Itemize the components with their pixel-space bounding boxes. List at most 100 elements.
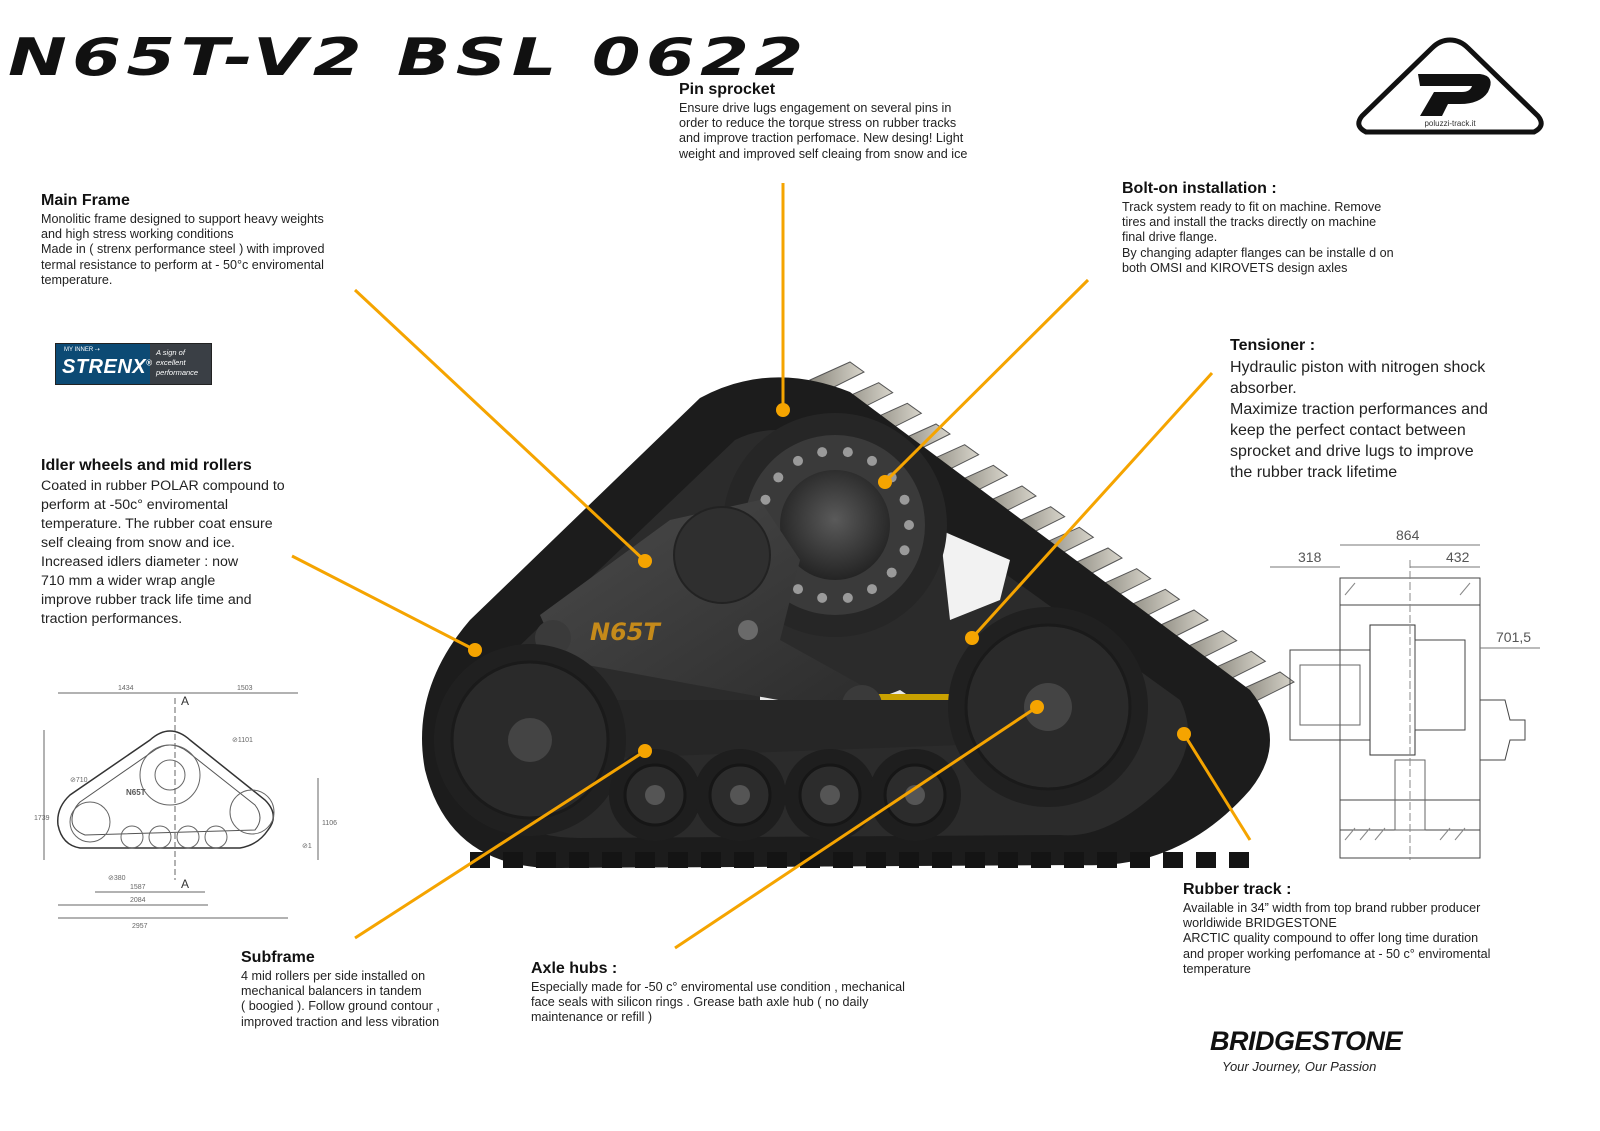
dim-label: 1106 <box>322 820 337 827</box>
side-track-outline <box>57 730 274 849</box>
sprocket-pin <box>904 520 914 530</box>
leader-line <box>674 705 1038 950</box>
sprocket-pin <box>793 455 803 466</box>
side-sprocket-hub <box>154 759 186 791</box>
leader-dot <box>776 403 790 417</box>
tread-block <box>932 852 952 868</box>
sprocket-pin <box>867 584 877 595</box>
bridgestone-tagline: Your Journey, Our Passion <box>1222 1059 1377 1074</box>
track-assembly: N65T <box>422 361 1295 869</box>
dim-label: 1503 <box>237 685 253 692</box>
leader-line <box>354 749 646 940</box>
callout-body: 4 mid rollers per side installed on mech… <box>241 969 440 1029</box>
leader-dot <box>638 744 652 758</box>
tread-block <box>470 852 490 868</box>
section-flange <box>1369 624 1416 756</box>
tread-block <box>569 852 589 868</box>
dim-label: 1587 <box>130 884 146 891</box>
frame-label: N65T <box>590 618 661 646</box>
tread-block <box>635 852 655 868</box>
sprocket-pin <box>760 494 771 505</box>
callout-body: Coated in rubber POLAR compound to perfo… <box>41 478 285 627</box>
callout-title: Bolt-on installation : <box>1122 180 1277 197</box>
leader-line <box>291 554 476 652</box>
callout-body: Hydraulic piston with nitrogen shock abs… <box>1230 359 1488 481</box>
front-idler-wheel <box>434 644 626 836</box>
section-mark: A <box>181 877 189 891</box>
bridgestone-brand: BRIDGESTONE <box>1210 1026 1403 1056</box>
dim-label: 1434 <box>118 685 134 692</box>
callout-title: Idler wheels and mid rollers <box>41 457 252 474</box>
tread-block <box>1196 852 1216 868</box>
callout-title: Pin sprocket <box>679 81 776 98</box>
dim-label: ⊘1 <box>302 843 312 850</box>
tread-block <box>833 852 853 868</box>
leader-line <box>883 278 1090 484</box>
dim-label: ⊘710 <box>70 777 88 784</box>
sprocket-pin <box>842 447 853 458</box>
dim-label: ⊘380 <box>108 875 126 882</box>
section-hatching <box>1344 582 1471 841</box>
callout-title: Subframe <box>241 949 315 966</box>
leader-dot <box>1177 727 1191 741</box>
mid-roller-hub <box>645 785 665 805</box>
tread-block <box>899 852 919 868</box>
sprocket-pin <box>899 545 910 556</box>
leader-line <box>970 371 1214 640</box>
callout-title: Main Frame <box>41 192 130 209</box>
section-axle <box>1479 699 1526 761</box>
sprocket-pin <box>867 455 877 466</box>
section-view-labels: 864 318 432 701,5 <box>1298 527 1531 645</box>
strenx-badge: MY INNER ⇢ STRENX® A sign of excellent p… <box>56 344 211 384</box>
mid-roller-hub <box>730 785 750 805</box>
leader-dot <box>965 631 979 645</box>
tread-block <box>998 852 1018 868</box>
side-roller <box>148 825 172 849</box>
dim-label: 2084 <box>130 897 146 904</box>
bridgestone-logo: BRIDGESTONE Your Journey, Our Passion <box>1210 1026 1403 1074</box>
tread-block <box>536 852 556 868</box>
tread-block <box>668 852 688 868</box>
callout-body: Especially made for -50 c° enviromental … <box>531 980 905 1025</box>
leader-dot <box>878 475 892 489</box>
callout-body: Available in 34” width from top brand ru… <box>1183 901 1491 976</box>
dim-label: 1739 <box>34 815 50 822</box>
dim-label: 432 <box>1446 549 1470 565</box>
sprocket-pin <box>817 592 828 603</box>
leader-line <box>353 288 647 563</box>
callout-main-frame: Main Frame Monolitic frame designed to s… <box>41 192 371 288</box>
leader-dot <box>638 554 652 568</box>
section-hub-inner <box>1299 664 1361 726</box>
callout-title: Tensioner : <box>1230 337 1316 354</box>
strenx-small-text: MY INNER ⇢ <box>64 347 100 353</box>
section-mark: A <box>181 694 189 708</box>
callout-pin-sprocket: Pin sprocket Ensure drive lugs engagemen… <box>679 81 1009 162</box>
p-letter-icon <box>1418 74 1491 116</box>
tread-block <box>1031 852 1051 868</box>
tread-block <box>602 852 622 868</box>
dim-label: 318 <box>1298 549 1322 565</box>
tread-block <box>965 852 985 868</box>
frame-pivot <box>738 620 758 640</box>
callout-body: Track system ready to fit on machine. Re… <box>1122 200 1394 275</box>
subframe-beam <box>560 700 960 760</box>
tread-block <box>1064 852 1084 868</box>
callout-subframe: Subframe 4 mid rollers per side installe… <box>241 949 501 1030</box>
callout-body: Monolitic frame designed to support heav… <box>41 212 325 287</box>
leader-dot <box>468 643 482 657</box>
sprocket-pin <box>899 494 910 505</box>
sprocket-pin <box>842 592 853 603</box>
sprocket-pin <box>793 584 803 595</box>
side-roller <box>176 825 200 849</box>
track-tread <box>470 852 1249 868</box>
strenx-brand: STRENX <box>62 356 147 378</box>
callout-body: Ensure drive lugs engagement on several … <box>679 101 968 161</box>
strenx-tagline: A sign of excellent performance <box>150 344 211 384</box>
dim-label: ⊘1101 <box>232 737 253 744</box>
leader-dot <box>1030 700 1044 714</box>
callout-rubber-track: Rubber track : Available in 34” width fr… <box>1183 881 1543 977</box>
mid-roller-hub <box>820 785 840 805</box>
side-body-label: N65T <box>126 788 146 797</box>
page-title: N65T-V2 BSL 0622 <box>8 28 809 88</box>
side-view-labels: 1434 1503 ⊘1101 ⊘710 1739 1106 ⊘380 ⊘1 1… <box>34 685 337 930</box>
